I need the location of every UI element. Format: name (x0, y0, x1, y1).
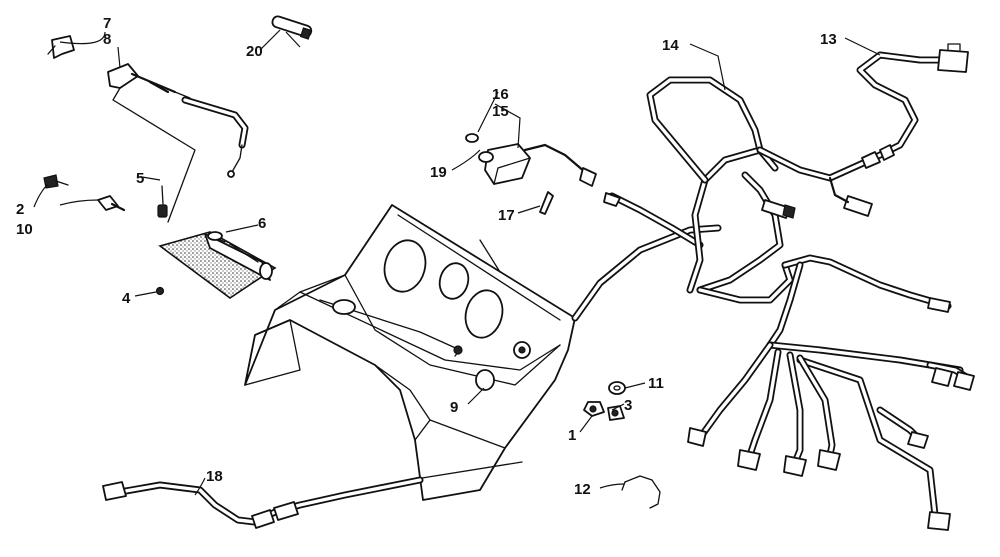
harness-18 (102, 461, 523, 529)
callout-1: 1 (568, 427, 576, 444)
leader-lines (33, 29, 881, 496)
callout-5: 5 (136, 170, 144, 187)
callout-8: 8 (103, 31, 111, 48)
callout-10: 10 (16, 221, 33, 238)
choke-cable (107, 63, 249, 223)
callout-16: 16 (492, 86, 509, 103)
bracket-plate (158, 231, 277, 299)
callout-labels: 7 8 20 5 2 10 6 4 16 15 19 17 14 13 9 11… (16, 15, 837, 498)
lower-harness (687, 254, 975, 531)
fasteners (43, 174, 168, 296)
callout-13: 13 (820, 31, 837, 48)
callout-15: 15 (492, 103, 509, 120)
main-harness (571, 43, 969, 322)
callout-17: 17 (498, 207, 515, 224)
callout-6: 6 (258, 215, 266, 232)
fuse-holder (271, 15, 313, 40)
callout-19: 19 (430, 164, 447, 181)
callout-3: 3 (624, 397, 632, 414)
callout-2: 2 (16, 201, 24, 218)
dash-panel (244, 204, 576, 501)
callout-20: 20 (246, 43, 263, 60)
small-parts (583, 381, 661, 509)
callout-4: 4 (122, 290, 131, 307)
callout-7: 7 (103, 15, 111, 32)
relay-box (465, 133, 597, 215)
callout-12: 12 (574, 481, 591, 498)
key-switch (47, 35, 75, 59)
callout-11: 11 (648, 375, 664, 392)
callout-14: 14 (662, 37, 679, 54)
callout-18: 18 (206, 468, 223, 485)
callout-9: 9 (450, 399, 458, 416)
